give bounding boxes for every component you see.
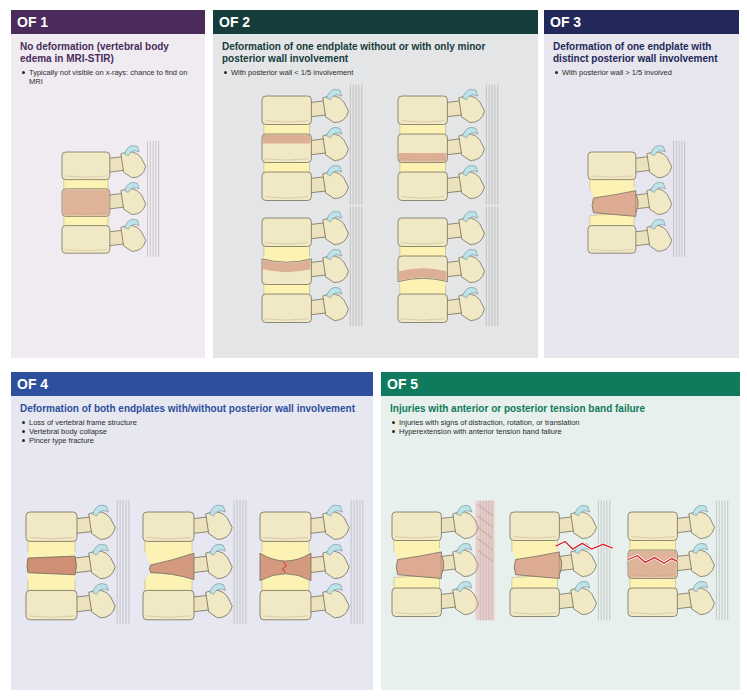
bullet-row: With posterior wall < 1/5 involvement — [224, 68, 529, 77]
panel-background — [213, 10, 538, 358]
vertebra-illustration — [62, 141, 159, 257]
category-title: Deformation of both endplates with/witho… — [20, 403, 355, 414]
bullet-text: Injuries with signs of distraction, rota… — [399, 418, 580, 427]
category-header-band: OF 3 — [544, 10, 739, 34]
bullet-text: Pincer type fracture — [29, 436, 94, 445]
category-title-row: Deformation of one endplate with distinc… — [553, 41, 730, 65]
bullet-dot — [224, 71, 227, 74]
bullet-dot — [22, 439, 25, 442]
vertebra-illustration — [510, 501, 613, 621]
bullet-row: Hyperextension with anterior tension ban… — [392, 427, 731, 436]
category-title: No deformation (vertebral body edema in … — [20, 41, 169, 64]
bullet-dot — [22, 71, 25, 74]
panel-background — [544, 10, 739, 358]
bullet-dot — [22, 430, 25, 433]
category-title-row: Deformation of one endplate without or w… — [222, 41, 529, 65]
category-code: OF 2 — [219, 14, 532, 31]
category-panel: Injuries with anterior or posterior tens… — [381, 372, 740, 690]
vertebra-illustration — [398, 85, 498, 205]
category-title-row: No deformation (vertebral body edema in … — [20, 41, 196, 65]
category-panel: Deformation of one endplate with distinc… — [544, 10, 739, 358]
bullet-text: With posterior wall < 1/5 involvement — [231, 68, 353, 77]
vertebra-illustration — [262, 85, 362, 205]
bullet-text: Hyperextension with anterior tension ban… — [399, 427, 562, 436]
category-header-band: OF 4 — [11, 372, 373, 396]
vertebra-illustration — [628, 501, 728, 621]
vertebra-illustration — [26, 500, 129, 623]
category-header-band: OF 2 — [213, 10, 538, 34]
bullet-row: With posterior wall > 1/5 involved — [555, 68, 730, 77]
category-title: Deformation of one endplate without or w… — [222, 41, 485, 64]
bullet-dot — [22, 421, 25, 424]
bullet-row: Pincer type fracture — [22, 436, 364, 445]
bullet-dot — [555, 71, 558, 74]
vertebra-illustration — [260, 500, 363, 623]
bullet-text: With posterior wall > 1/5 involved — [562, 68, 672, 77]
category-title-row: Deformation of both endplates with/witho… — [20, 403, 364, 415]
bullet-row: Loss of vertebral frame structure — [22, 418, 364, 427]
category-code: OF 5 — [387, 376, 734, 393]
vertebra-illustration — [588, 141, 685, 257]
bullet-text: Vertebral body collapse — [29, 427, 107, 436]
category-title: Deformation of one endplate with distinc… — [553, 41, 717, 64]
category-code: OF 4 — [17, 376, 367, 393]
bullet-row: Injuries with signs of distraction, rota… — [392, 418, 731, 427]
bullet-text: Typically not visible on x-rays: chance … — [29, 68, 196, 86]
category-panel: No deformation (vertebral body edema in … — [11, 10, 205, 358]
category-code: OF 1 — [17, 14, 199, 31]
category-panel: Deformation of both endplates with/witho… — [11, 372, 373, 690]
bullet-dot — [392, 421, 395, 424]
vertebra-illustration — [262, 207, 362, 327]
bullet-dot — [392, 430, 395, 433]
category-header-band: OF 1 — [11, 10, 205, 34]
panel-background — [11, 372, 373, 690]
panel-background — [11, 10, 205, 358]
bullet-row: Typically not visible on x-rays: chance … — [22, 68, 196, 86]
vertebra-illustration — [392, 501, 495, 621]
category-code: OF 3 — [550, 14, 733, 31]
bullet-text: Loss of vertebral frame structure — [29, 418, 137, 427]
panel-background — [381, 372, 740, 690]
category-header-band: OF 5 — [381, 372, 740, 396]
vertebra-illustration — [143, 500, 246, 623]
vertebra-illustration — [398, 207, 498, 327]
bullet-row: Vertebral body collapse — [22, 427, 364, 436]
category-title: Injuries with anterior or posterior tens… — [390, 403, 645, 414]
category-panel: Deformation of one endplate without or w… — [213, 10, 538, 358]
category-title-row: Injuries with anterior or posterior tens… — [390, 403, 731, 415]
